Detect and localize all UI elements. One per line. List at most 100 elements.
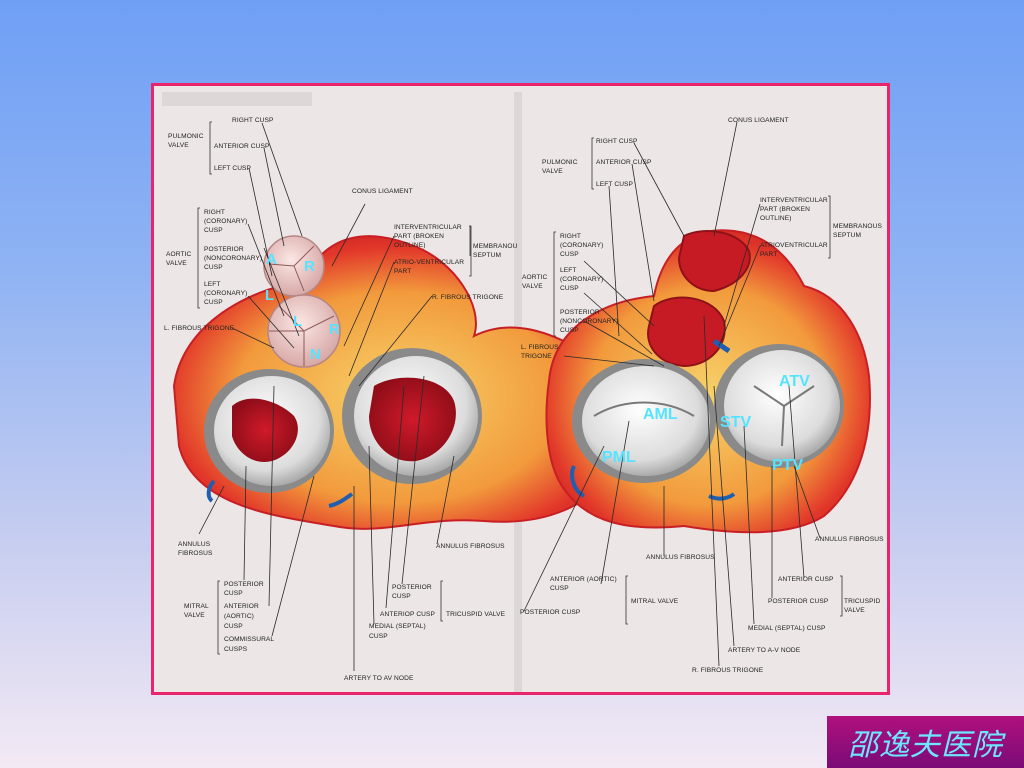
- label-r-annulus-fibrosus-right: ANNULUS FIBROSUS: [815, 536, 884, 543]
- label-r-right-coronary-3: CUSP: [560, 251, 579, 258]
- label-aortic-valve: VALVE: [166, 260, 187, 267]
- label-interventricular: INTERVENTRICULAR: [394, 224, 462, 231]
- label-r-left-cusp: LEFT CUSP: [596, 181, 634, 188]
- label-r-interventricular-3: OUTLINE): [760, 215, 792, 222]
- label-r-membranous-septum: SEPTUM: [833, 232, 861, 239]
- label-conus-ligament: CONUS LIGAMENT: [352, 188, 413, 195]
- heart-valve-illustration: RIGHT CUSP PULMONIC VALVE ANTERIOR CUSP …: [162, 92, 884, 692]
- label-tricuspid-anterior: ANTERIOP CUSP: [380, 611, 436, 618]
- label-posterior-noncoronary: POSTERIOR: [204, 246, 244, 253]
- label-r-tricuspid-valve: VALVE: [844, 607, 865, 614]
- label-r-artery-av-node: ARTERY TO A-V NODE: [728, 647, 801, 654]
- anatomy-figure: RIGHT CUSP PULMONIC VALVE ANTERIOR CUSP …: [151, 83, 890, 695]
- label-commissural: COMMISSURAL: [224, 636, 274, 643]
- label-r-left-coronary: LEFT: [560, 267, 577, 274]
- right-leader-lines: [523, 121, 821, 667]
- label-r-l-fibrous: L. FIBROUS: [521, 344, 559, 351]
- overlay-left-r-inner: R: [329, 321, 340, 338]
- label-r-atrioventricular: ATRIOVENTRICULAR: [760, 242, 828, 249]
- label-pulmonic: PULMONIC: [168, 133, 204, 140]
- label-left-coronary-2: (CORONARY): [204, 290, 247, 297]
- label-r-right-coronary: RIGHT: [560, 233, 581, 240]
- label-posterior-cusp: POSTERIOR: [224, 581, 264, 588]
- label-interventricular-3: OUTLINE): [394, 242, 426, 249]
- overlay-left-n: N: [310, 346, 321, 363]
- label-r-left-coronary-2: (CORONARY): [560, 276, 603, 283]
- label-l-fibrous-trigone: L. FIBROUS TRIGONE: [164, 325, 235, 332]
- label-membranous: MEMBRANOU: [473, 243, 518, 250]
- label-r-interventricular: INTERVENTRICULAR: [760, 197, 828, 204]
- overlay-pml: PML: [602, 449, 636, 466]
- label-atrioventricular-part: PART: [394, 268, 411, 275]
- label-right-coronary-3: CUSP: [204, 227, 223, 234]
- label-r-conus-ligament: CONUS LIGAMENT: [728, 117, 789, 124]
- right-heart-section: [545, 229, 871, 534]
- label-r-tricuspid-posterior: POSTERIOR CUSP: [768, 598, 829, 605]
- overlay-left-l-top: L: [265, 287, 274, 304]
- label-annulus-fibrosus-right: ANNULUS FIBROSUS: [436, 543, 505, 550]
- label-membranous-septum: SEPTUM: [473, 252, 501, 259]
- label-r-anterior-cusp: ANTERIOR CUSP: [596, 159, 652, 166]
- label-r-anterior-aortic-2: CUSP: [550, 585, 569, 592]
- right-labels: RIGHT CUSP PULMONIC VALVE ANTERIOR CUSP …: [520, 117, 884, 674]
- label-r-aortic-valve: VALVE: [522, 283, 543, 290]
- label-r-tricuspid: TRICUSPID: [844, 598, 881, 605]
- label-annulus: ANNULUS: [178, 541, 211, 548]
- label-r-membranous: MEMBRANOUS: [833, 223, 882, 230]
- label-r-posterior-noncoronary-3: CUSP: [560, 327, 579, 334]
- label-r-pulmonic: PULMONIC: [542, 159, 578, 166]
- label-left-coronary-3: CUSP: [204, 299, 223, 306]
- overlay-atv: ATV: [779, 373, 810, 390]
- label-aortic: AORTIC: [166, 251, 192, 258]
- label-right-cusp: RIGHT CUSP: [232, 117, 274, 124]
- label-r-anterior-aortic: ANTERIOR (AORTIC): [550, 576, 617, 583]
- label-mitral-valve: VALVE: [184, 612, 205, 619]
- label-medial-septal-2: CUSP: [369, 633, 388, 640]
- label-posterior-noncoronary-3: CUSP: [204, 264, 223, 271]
- label-r-posterior-noncoronary: POSTERIOR: [560, 309, 600, 316]
- label-r-l-fibrous-trigone: TRIGONE: [521, 353, 552, 360]
- label-posterior-cusp-2: CUSP: [224, 590, 243, 597]
- label-r-interventricular-2: PART (BROKEN: [760, 206, 810, 213]
- label-brackets: [197, 121, 843, 655]
- label-artery-av-node: ARTERY TO AV NODE: [344, 675, 414, 682]
- label-tricuspid-posterior: POSTERIOR: [392, 584, 432, 591]
- label-pulmonic-valve: VALVE: [168, 142, 189, 149]
- label-medial-septal: MEDIAL (SEPTAL): [369, 623, 426, 630]
- label-right-coronary: RIGHT: [204, 209, 225, 216]
- label-r-right-coronary-2: (CORONARY): [560, 242, 603, 249]
- label-r-posterior-cusp-left: POSTERIOR CUSP: [520, 609, 581, 616]
- label-posterior-noncoronary-2: (NONCORONARY): [204, 255, 262, 262]
- label-interventricular-2: PART (BROKEN: [394, 233, 444, 240]
- overlay-labels: A R L L R N ATV AML STV PML PTV: [265, 251, 810, 474]
- label-r-medial-septal: MEDIAL (SEPTAL) CUSP: [748, 625, 826, 632]
- overlay-left-r-top: R: [304, 258, 315, 275]
- label-r-right-cusp: RIGHT CUSP: [596, 138, 638, 145]
- label-r-left-coronary-3: CUSP: [560, 285, 579, 292]
- label-mitral: MITRAL: [184, 603, 209, 610]
- label-r-pulmonic-valve: VALVE: [542, 168, 563, 175]
- left-labels: RIGHT CUSP PULMONIC VALVE ANTERIOR CUSP …: [164, 117, 518, 682]
- label-annulus-fibrosus: FIBROSUS: [178, 550, 213, 557]
- overlay-ptv: PTV: [772, 457, 803, 474]
- label-r-aortic: AORTIC: [522, 274, 548, 281]
- label-atrioventricular: ATRIO-VENTRICULAR: [394, 259, 464, 266]
- label-r-r-fibrous-trigone: R. FIBROUS TRIGONE: [692, 667, 764, 674]
- label-left-coronary: LEFT: [204, 281, 221, 288]
- label-tricuspid-posterior-2: CUSP: [392, 593, 411, 600]
- hospital-badge: 邵逸夫医院: [827, 716, 1024, 768]
- overlay-aml: AML: [643, 406, 678, 423]
- label-r-fibrous-trigone: R. FIBROUS TRIGONE: [432, 294, 504, 301]
- label-right-coronary-2: (CORONARY): [204, 218, 247, 225]
- overlay-left-a: A: [266, 251, 277, 268]
- label-anterior-aortic: ANTERIOR: [224, 603, 259, 610]
- label-anterior-aortic-2: (AORTIC): [224, 613, 254, 620]
- hospital-name: 邵逸夫医院: [848, 728, 1003, 763]
- left-leader-lines: [198, 122, 471, 671]
- label-tricuspid-valve: TRICUSPID VALVE: [446, 611, 506, 618]
- label-r-posterior-noncoronary-2: (NONCORONARY): [560, 318, 618, 325]
- label-r-annulus-fibrosus-mid: ANNULUS FIBROSUS: [646, 554, 715, 561]
- left-heart-section: [172, 235, 625, 530]
- label-left-cusp: LEFT CUSP: [214, 165, 252, 172]
- label-anterior-cusp: ANTERIOR CUSP: [214, 143, 270, 150]
